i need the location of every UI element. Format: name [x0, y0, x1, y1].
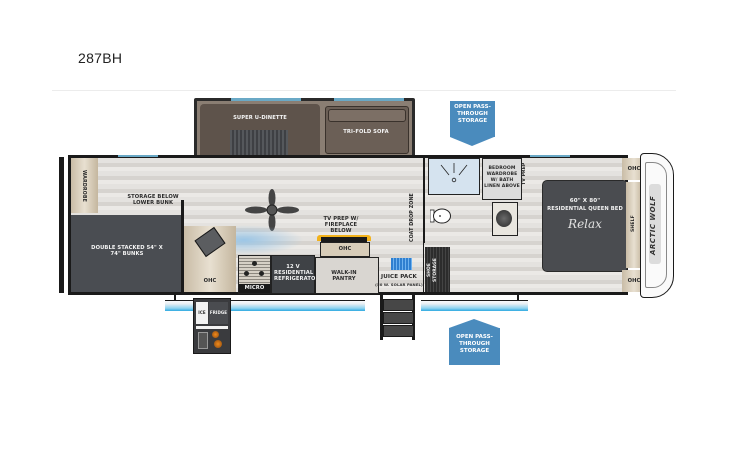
brand-logo: ARCTIC WOLF: [649, 195, 657, 255]
shelf: SHELF: [626, 182, 642, 268]
refrigerator: 12 V RESIDENTIAL REFRIGERATOR: [271, 255, 320, 294]
juice-pack-label: JUICE PACK: [381, 274, 417, 280]
slideout: SUPER U-DINETTE TRI-FOLD SOFA: [194, 98, 415, 168]
bedroom-wardrobe: BEDROOM WARDROBE W/ BATH LINEN ABOVE: [482, 158, 522, 200]
outdoor-fridge: FRIDGE: [209, 302, 228, 324]
solar-panel-icon: [391, 258, 412, 270]
super-dinette-label: SUPER U-DINETTE: [233, 115, 287, 121]
fireplace: OHC: [317, 235, 371, 257]
burner-icon: [212, 331, 219, 338]
entry-steps[interactable]: [380, 295, 415, 340]
fridge-label: FRIDGE: [209, 310, 228, 315]
queen-bed: 60" x 80" RESIDENTIAL QUEEN BED Relax: [542, 180, 628, 272]
storage-below-label: STORAGE BELOW LOWER BUNK: [127, 194, 179, 206]
bed-brand: Relax: [568, 217, 602, 231]
arrow-down-icon: [450, 137, 494, 146]
stove: MICRO: [238, 255, 271, 294]
toilet-icon: [429, 207, 452, 225]
wardrobe: WARDROBE: [71, 158, 98, 213]
bottom-storage-label: OPEN PASS-THROUGH STORAGE: [449, 328, 500, 365]
kitchen-ohc-label: OHC: [203, 278, 217, 284]
bath-sink-icon: [492, 202, 518, 236]
shower: [428, 158, 480, 195]
trifold-sofa: TRI-FOLD SOFA: [325, 106, 409, 154]
front-cap: ARCTIC WOLF: [640, 153, 674, 298]
bottom-storage-tag: OPEN PASS-THROUGH STORAGE: [449, 319, 500, 365]
juice-pack-sub-label: (50 W. SOLAR PANEL): [375, 282, 423, 287]
model-title: 287BH: [78, 50, 123, 66]
wardrobe-label: WARDROBE: [81, 170, 86, 202]
top-storage-tag: OPEN PASS-THROUGH STORAGE: [450, 101, 495, 147]
trifold-sofa-label: TRI-FOLD SOFA: [343, 129, 389, 135]
bed-label: RESIDENTIAL QUEEN BED: [547, 206, 623, 212]
bunks: DOUBLE STACKED 54" x 74" BUNKS: [71, 215, 183, 292]
bunks-label: DOUBLE STACKED 54" x 74" BUNKS: [91, 245, 163, 257]
bed-size-label: 60" x 80": [569, 198, 601, 204]
tv-prep-label: TV PREP W/ FIREPLACE BELOW: [323, 216, 359, 234]
refrigerator-label: 12 V RESIDENTIAL REFRIGERATOR: [274, 264, 320, 282]
arrow-up-icon: [449, 319, 499, 328]
shoe-storage-label: SHOE STORAGE: [427, 258, 438, 282]
rear-bumper: [59, 157, 64, 293]
outdoor-sink-icon: [198, 332, 208, 349]
ice-maker: ICE: [196, 302, 208, 324]
led-awning-strip-2: [421, 300, 528, 311]
ohc-tv-label: OHC: [338, 246, 352, 252]
top-storage-label: OPEN PASS-THROUGH STORAGE: [450, 101, 495, 137]
ohc-bottom-label: OHC: [627, 278, 641, 284]
walk-in-pantry: WALK-IN PANTRY: [315, 257, 379, 294]
bedroom-tv-prep-label: TV PREP: [522, 162, 527, 186]
micro-label: MICRO: [239, 284, 270, 293]
pantry-label: WALK-IN PANTRY: [331, 270, 357, 282]
shoe-storage: SHOE STORAGE: [425, 247, 450, 292]
outdoor-kitchen: ICE FRIDGE: [193, 298, 231, 354]
ohc-top-label: OHC: [627, 166, 641, 172]
burner-icon-2: [214, 340, 222, 348]
shower-drain-icon: [440, 163, 468, 183]
divider: [52, 90, 676, 91]
coat-drop-label: COAT DROP ZONE: [410, 193, 415, 243]
shelf-label: SHELF: [631, 215, 636, 233]
led-awning-strip: [165, 300, 365, 311]
ice-label: ICE: [198, 310, 206, 315]
bedroom-wardrobe-label: BEDROOM WARDROBE W/ BATH LINEN ABOVE: [484, 166, 520, 189]
